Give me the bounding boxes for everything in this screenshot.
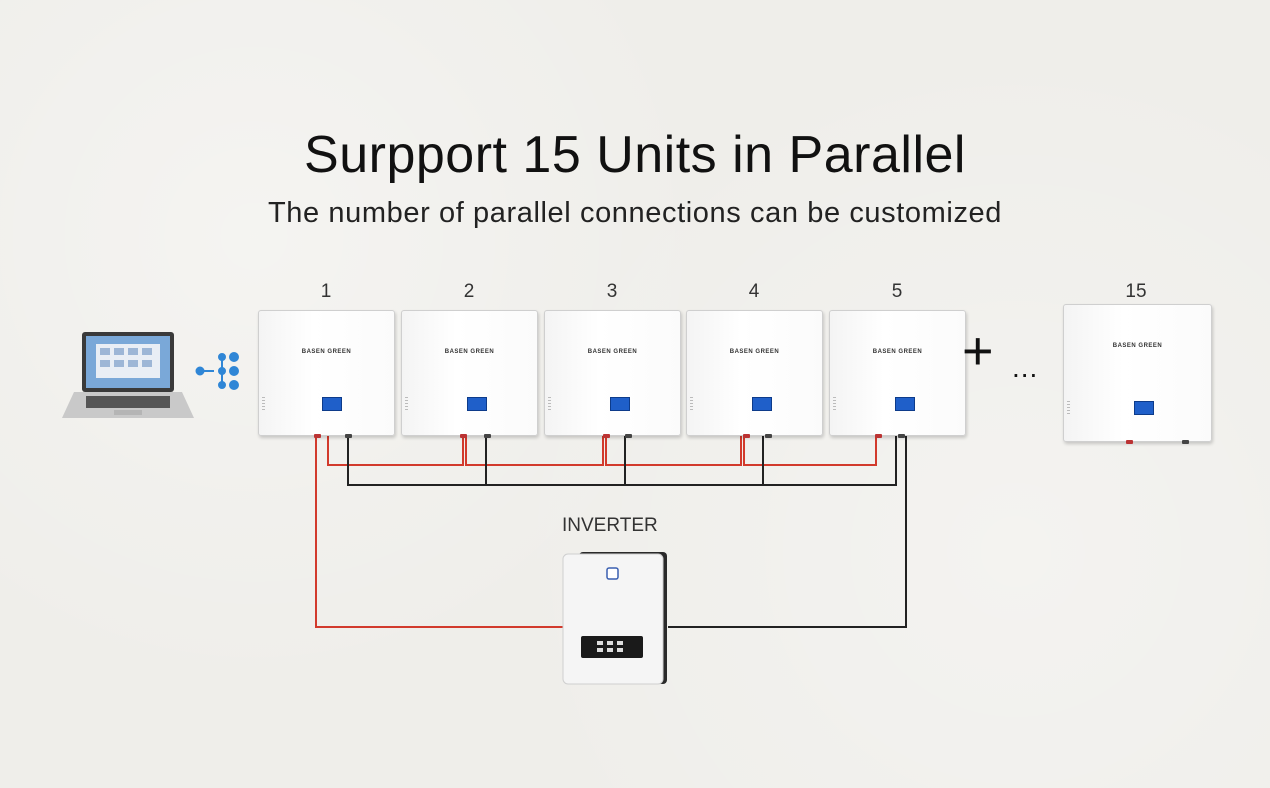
battery-brand: BASEN GREEN (444, 349, 495, 355)
unit-number: 15 (1125, 281, 1147, 302)
inverter-logo-icon (606, 567, 619, 580)
battery-unit-3: BASEN GREEN (544, 310, 681, 438)
positive-wire (315, 435, 565, 628)
laptop-icon (60, 330, 195, 430)
battery-brand: BASEN GREEN (729, 349, 780, 355)
battery-brand: BASEN GREEN (587, 349, 638, 355)
unit-number: 5 (891, 281, 903, 302)
negative-wire (347, 435, 487, 486)
battery-unit-2: BASEN GREEN (401, 310, 538, 438)
battery-unit-4: BASEN GREEN (686, 310, 823, 438)
plus-symbol: + (962, 321, 994, 381)
unit-number: 3 (606, 281, 618, 302)
battery-screen (752, 397, 772, 411)
ellipsis: ... (1012, 352, 1039, 383)
negative-wire (668, 435, 907, 628)
battery-screen (467, 397, 487, 411)
negative-wire (763, 435, 897, 486)
battery-screen (895, 397, 915, 411)
battery-unit-5: BASEN GREEN (829, 310, 966, 438)
negative-wire (486, 435, 626, 486)
battery-brand: BASEN GREEN (872, 349, 923, 355)
negative-wire (625, 435, 764, 486)
inverter (562, 552, 667, 685)
positive-wire (743, 435, 877, 466)
inverter-label: INVERTER (562, 515, 658, 536)
battery-screen (610, 397, 630, 411)
battery-unit-1: BASEN GREEN (258, 310, 395, 438)
page-title: Surpport 15 Units in Parallel (304, 126, 966, 184)
page-subtitle: The number of parallel connections can b… (267, 197, 1003, 229)
battery-screen (1134, 401, 1154, 415)
network-hub-icon (195, 352, 239, 390)
battery-brand: BASEN GREEN (1112, 343, 1163, 349)
positive-wire (465, 435, 604, 466)
battery-unit-15: BASEN GREEN (1063, 304, 1212, 444)
battery-screen (322, 397, 342, 411)
unit-number: 4 (748, 281, 760, 302)
positive-wire (327, 435, 464, 466)
unit-number: 1 (320, 281, 332, 302)
positive-wire (605, 435, 742, 466)
battery-brand: BASEN GREEN (301, 349, 352, 355)
unit-number: 2 (463, 281, 475, 302)
